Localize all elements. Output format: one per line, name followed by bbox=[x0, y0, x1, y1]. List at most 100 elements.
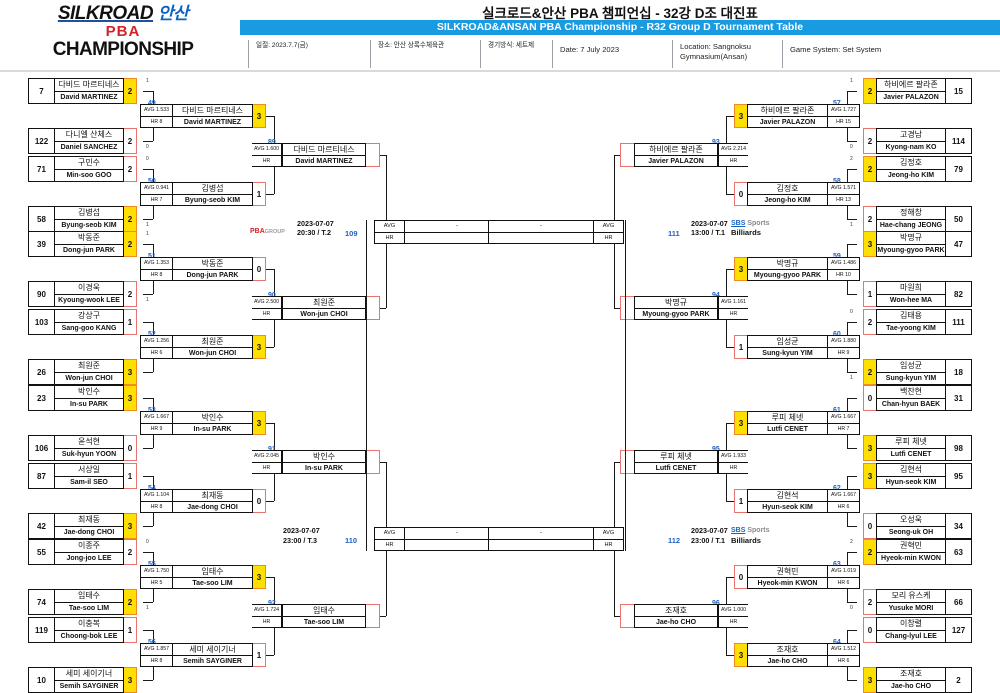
r2-match-slot[interactable]: AVG 1.256 HR 6 최원준 Won-jun CHOI 3 bbox=[140, 335, 266, 359]
r1-match-slot[interactable]: 23 박인수 In-su PARK 3 bbox=[28, 385, 143, 411]
r1-match-slot[interactable]: 10 세미 세이기너 Semih SAYGINER 3 bbox=[28, 667, 143, 693]
r3-match-slot[interactable]: AVG 2.214 HR 하비에르 팔라존 Javier PALAZON bbox=[620, 143, 748, 167]
r2-match-slot[interactable]: AVG 1.857 HR 8 세미 세이기너 Semih SAYGINER 1 bbox=[140, 643, 266, 667]
r2-match-slot[interactable]: AVG 1.667 HR 9 박인수 In-su PARK 3 bbox=[140, 411, 266, 435]
player-name-en: Tae-yoong KIM bbox=[886, 325, 936, 332]
player-name-en: Won-jun CHOI bbox=[188, 350, 237, 357]
r1-match-slot[interactable]: 26 최원준 Won-jun CHOI 3 bbox=[28, 359, 143, 385]
player-name-block: 다비드 마르티네스 David MARTINEZ bbox=[172, 104, 253, 128]
r1-match-slot[interactable]: 58 김병섭 Byung-seob KIM 2 bbox=[28, 206, 143, 232]
r1-match-slot[interactable]: 50 정해창 Hae-chang JEONG 2 bbox=[857, 206, 972, 232]
r2-match-slot[interactable]: AVG 1.512 HR 6 조재호 Jae-ho CHO 3 bbox=[734, 643, 860, 667]
match-number: 61 bbox=[833, 407, 841, 414]
r2-match-slot[interactable]: AVG 1.486 HR 10 박명규 Myoung-gyoo PARK 3 bbox=[734, 257, 860, 281]
r3-match-slot[interactable]: AVG 2.500 HR 최원준 Won-jun CHOI bbox=[252, 296, 380, 320]
player-score: 2 bbox=[863, 128, 876, 154]
r2-match-slot[interactable]: AVG 1.667 HR 7 루피 체넷 Lutfi CENET 3 bbox=[734, 411, 860, 435]
r3-match-slot[interactable]: AVG 2.045 HR 박인수 In-su PARK bbox=[252, 450, 380, 474]
r1-match-slot[interactable]: 63 권혁민 Hyeok-min KWON 2 bbox=[857, 539, 972, 565]
r1-match-slot[interactable]: 90 이경욱 Kyoung-wook LEE 2 bbox=[28, 281, 143, 307]
r2-match-slot[interactable]: AVG 1.019 HR 6 권혁민 Hyeok-min KWON 0 bbox=[734, 565, 860, 589]
r1-match-slot[interactable]: 39 박동준 Dong-jun PARK 2 bbox=[28, 231, 143, 257]
r2-match-slot[interactable]: AVG 1.353 HR 8 박동준 Dong-jun PARK 0 bbox=[140, 257, 266, 281]
r1-match-slot[interactable]: 127 이창렬 Chang-lyul LEE 0 bbox=[857, 617, 972, 643]
player-score: 1 bbox=[253, 643, 266, 667]
player-score: 0 bbox=[253, 257, 266, 281]
set-count: 0 bbox=[850, 605, 853, 611]
player-stats: AVG 1.512 HR 6 bbox=[828, 643, 860, 667]
r2-match-slot[interactable]: AVG 0.941 HR 7 김병섭 Byung-seob KIM 1 bbox=[140, 182, 266, 206]
r1-match-slot[interactable]: 98 루피 체넷 Lutfi CENET 3 bbox=[857, 435, 972, 461]
r1-match-slot[interactable]: 103 강상구 Sang-goo KANG 1 bbox=[28, 309, 143, 335]
player-name-kr: 루피 체넷 bbox=[877, 436, 945, 449]
player-stats: AVG 1.019 HR 6 bbox=[828, 565, 860, 589]
bracket-connector bbox=[266, 269, 274, 270]
r2-match-slot[interactable]: AVG 1.533 HR 8 다비드 마르티네스 David MARTINEZ … bbox=[140, 104, 266, 128]
player-seed: 103 bbox=[28, 309, 54, 335]
player-name-kr: 세미 세이기너 bbox=[173, 644, 252, 656]
player-name-en: Hae-chang JEONG bbox=[879, 222, 943, 229]
r1-match-slot[interactable]: 34 오성욱 Seong-uk OH 0 bbox=[857, 513, 972, 539]
r1-match-slot[interactable]: 74 임태수 Tae-soo LIM 2 bbox=[28, 589, 143, 615]
r1-match-slot[interactable]: 95 김현석 Hyun-seok KIM 3 bbox=[857, 463, 972, 489]
r1-match-slot[interactable]: 114 고경남 Kyong-nam KO 2 bbox=[857, 128, 972, 154]
r2-match-slot[interactable]: AVG 1.880 HR 9 임성균 Sung-kyun YIM 1 bbox=[734, 335, 860, 359]
bracket-connector bbox=[847, 630, 857, 631]
r1-match-slot[interactable]: 66 모리 유스케 Yusuke MORI 2 bbox=[857, 589, 972, 615]
r1-match-slot[interactable]: 31 백찬현 Chan-hyun BAEK 0 bbox=[857, 385, 972, 411]
r3-match-slot[interactable]: AVG 1.933 HR 루피 체넷 Lutfi CENET bbox=[620, 450, 748, 474]
r1-match-slot[interactable]: 111 김태용 Tae-yoong KIM 2 bbox=[857, 309, 972, 335]
player-score: 2 bbox=[124, 128, 137, 154]
r1-match-slot[interactable]: 15 하비에르 팔라존 Javier PALAZON 2 bbox=[857, 78, 972, 104]
event-logo: SILKROAD 안산 PBA CHAMPIONSHIP bbox=[8, 4, 238, 68]
r1-match-slot[interactable]: 7 다비드 마르티네스 David MARTINEZ 2 bbox=[28, 78, 143, 104]
player-seed: 87 bbox=[28, 463, 54, 489]
match-date: 2023-07-07 bbox=[297, 218, 334, 228]
player-score: 1 bbox=[734, 335, 747, 359]
bracket-connector bbox=[143, 602, 153, 603]
r3-match-slot[interactable]: AVG 1.724 HR 임태수 Tae-soo LIM bbox=[252, 604, 380, 628]
player-seed: 79 bbox=[946, 156, 972, 182]
match-date: 2023-07-07 bbox=[283, 526, 320, 535]
match-number: 49 bbox=[148, 100, 156, 107]
semifinal-player-placeholder: - bbox=[405, 528, 509, 540]
semifinal-slot[interactable]: AVG HR - bbox=[488, 219, 624, 244]
player-score: 3 bbox=[863, 667, 876, 693]
player-name-block: 마원희 Won-hee MA bbox=[876, 281, 946, 307]
player-name-kr: 박인수 bbox=[55, 386, 123, 399]
bracket-connector bbox=[625, 219, 626, 551]
r2-match-slot[interactable]: AVG 1.104 HR 8 최재동 Jae-dong CHOI 0 bbox=[140, 489, 266, 513]
r1-match-slot[interactable]: 71 구민수 Min-soo GOO 2 bbox=[28, 156, 143, 182]
r1-match-slot[interactable]: 42 최재동 Jae-dong CHOI 3 bbox=[28, 513, 143, 539]
r1-match-slot[interactable]: 122 다니엘 산체스 Daniel SANCHEZ 2 bbox=[28, 128, 143, 154]
r1-match-slot[interactable]: 119 이충복 Choong-bok LEE 1 bbox=[28, 617, 143, 643]
r2-match-slot[interactable]: AVG 1.571 HR 13 김정호 Jeong-ho KIM 0 bbox=[734, 182, 860, 206]
r1-match-slot[interactable]: 2 조재호 Jae-ho CHO 3 bbox=[857, 667, 972, 693]
r1-match-slot[interactable]: 18 임성균 Sung-kyun YIM 2 bbox=[857, 359, 972, 385]
r1-match-slot[interactable]: 106 윤석현 Suk-hyun YOON 0 bbox=[28, 435, 143, 461]
r1-match-slot[interactable]: 47 박명규 Myoung-gyoo PARK 3 bbox=[857, 231, 972, 257]
r1-match-slot[interactable]: 82 마원희 Won-hee MA 1 bbox=[857, 281, 972, 307]
semifinal-slot[interactable]: AVG HR - bbox=[488, 527, 624, 551]
player-hr: HR 9 bbox=[837, 350, 850, 356]
r1-match-slot[interactable]: 55 이종주 Jong-joo LEE 2 bbox=[28, 539, 143, 565]
player-name-block: 임태수 Tae-soo LIM bbox=[54, 589, 124, 615]
player-name-en: Jae-dong CHOI bbox=[187, 504, 238, 511]
r1-match-slot[interactable]: 79 김정호 Jeong-ho KIM 2 bbox=[857, 156, 972, 182]
r2-match-slot[interactable]: AVG 1.750 HR 5 임태수 Tae-soo LIM 3 bbox=[140, 565, 266, 589]
player-stats: AVG 1.880 HR 9 bbox=[828, 335, 860, 359]
semifinal-slot[interactable]: AVG HR - bbox=[374, 219, 510, 244]
match-datetime: 2023-07-07 13:00 / T.1 bbox=[691, 219, 728, 238]
page-title-text: 실크로드&안산 PBA 챔피언십 - 32강 D조 대진표 bbox=[480, 6, 760, 24]
player-name-kr: 하비에르 팔라존 bbox=[635, 144, 717, 156]
player-name-en: Sang-goo KANG bbox=[61, 325, 117, 332]
r2-match-slot[interactable]: AVG 1.727 HR 15 하비에르 팔라존 Javier PALAZON … bbox=[734, 104, 860, 128]
r3-match-slot[interactable]: AVG 1.600 HR 다비드 마르티네스 David MARTINEZ bbox=[252, 143, 380, 167]
r2-match-slot[interactable]: AVG 1.667 HR 6 김현석 Hyun-seok KIM 1 bbox=[734, 489, 860, 513]
broadcaster-logo: SBS Sports Billiards bbox=[731, 219, 770, 238]
r1-match-slot[interactable]: 87 서상일 Sam-il SEO 1 bbox=[28, 463, 143, 489]
player-hr: HR bbox=[262, 619, 271, 625]
set-count: 1 bbox=[146, 605, 149, 611]
r3-match-slot[interactable]: AVG 1.161 HR 박명규 Myoung-gyoo PARK bbox=[620, 296, 748, 320]
r3-match-slot[interactable]: AVG 1.000 HR 조재호 Jae-ho CHO bbox=[620, 604, 748, 628]
